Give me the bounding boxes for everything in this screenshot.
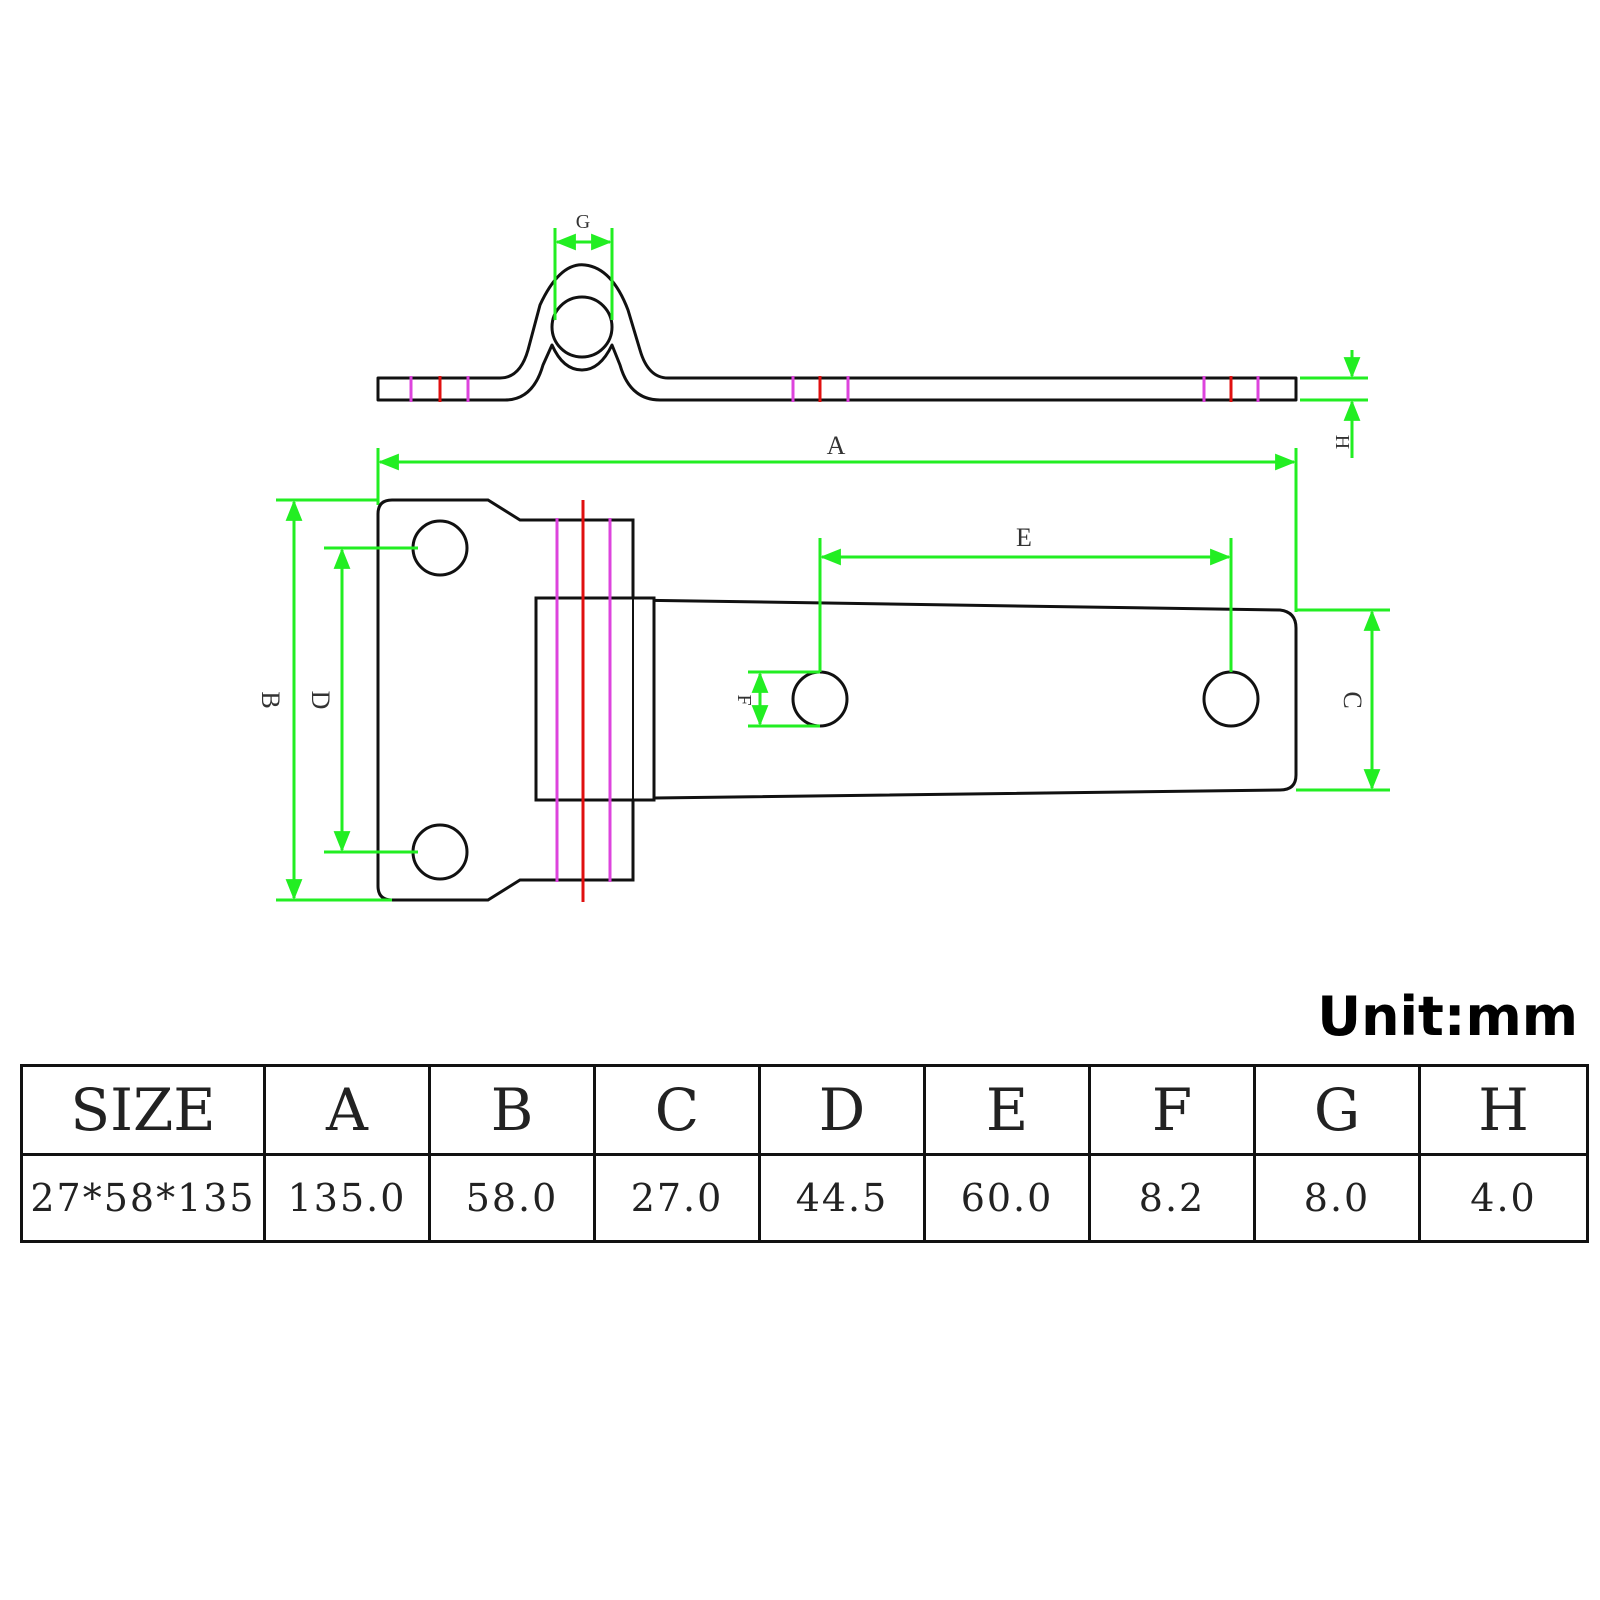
hole-base-top xyxy=(411,519,469,577)
table-row: 27*58*135 135.0 58.0 27.0 44.5 60.0 8.2 … xyxy=(20,1153,1589,1243)
hole-base-bottom xyxy=(411,823,469,881)
value-e: 60.0 xyxy=(923,1153,1091,1243)
knuckle-guide-lines xyxy=(555,500,612,902)
label-d: D xyxy=(306,691,335,710)
header-size: SIZE xyxy=(20,1064,266,1156)
side-view-pin xyxy=(550,295,614,359)
label-h: H xyxy=(1331,435,1353,449)
value-d: 44.5 xyxy=(758,1153,926,1243)
label-b: B xyxy=(256,691,285,708)
value-a: 135.0 xyxy=(263,1153,431,1243)
value-h: 4.0 xyxy=(1418,1153,1589,1243)
unit-label: Unit:mm xyxy=(1317,985,1578,1048)
side-view-profile xyxy=(376,263,1298,402)
header-g: G xyxy=(1253,1064,1421,1156)
value-f: 8.2 xyxy=(1088,1153,1256,1243)
dimension-h xyxy=(1300,350,1368,458)
label-f: F xyxy=(733,694,755,705)
hole-leaf-left xyxy=(791,670,849,728)
knuckle xyxy=(534,596,656,802)
value-b: 58.0 xyxy=(428,1153,596,1243)
header-b: B xyxy=(428,1064,596,1156)
header-d: D xyxy=(758,1064,926,1156)
header-c: C xyxy=(593,1064,761,1156)
header-f: F xyxy=(1088,1064,1256,1156)
label-c: C xyxy=(1338,691,1367,708)
dimension-g xyxy=(553,228,614,320)
value-c: 27.0 xyxy=(593,1153,761,1243)
dimension-e xyxy=(818,538,1233,672)
header-h: H xyxy=(1418,1064,1589,1156)
dimension-c xyxy=(1296,608,1390,792)
dimension-f xyxy=(748,670,820,728)
value-size: 27*58*135 xyxy=(20,1153,266,1243)
dimension-b xyxy=(276,498,392,902)
value-g: 8.0 xyxy=(1253,1153,1421,1243)
label-a: A xyxy=(827,431,846,460)
header-e: E xyxy=(923,1064,1091,1156)
table-header-row: SIZE A B C D E F G H xyxy=(20,1064,1589,1156)
side-view: G H xyxy=(376,211,1368,458)
label-g: G xyxy=(576,211,590,233)
dimension-d xyxy=(324,546,418,854)
side-view-hole-marks xyxy=(409,376,1260,402)
hinge-drawing: G H A xyxy=(256,211,1390,902)
header-a: A xyxy=(263,1064,431,1156)
dimension-a xyxy=(376,448,1298,612)
size-table: SIZE A B C D E F G H 27*58*135 135.0 58.… xyxy=(20,1064,1589,1243)
top-view: B D E F C xyxy=(256,498,1390,902)
hole-leaf-right xyxy=(1202,670,1260,728)
label-e: E xyxy=(1016,523,1032,552)
